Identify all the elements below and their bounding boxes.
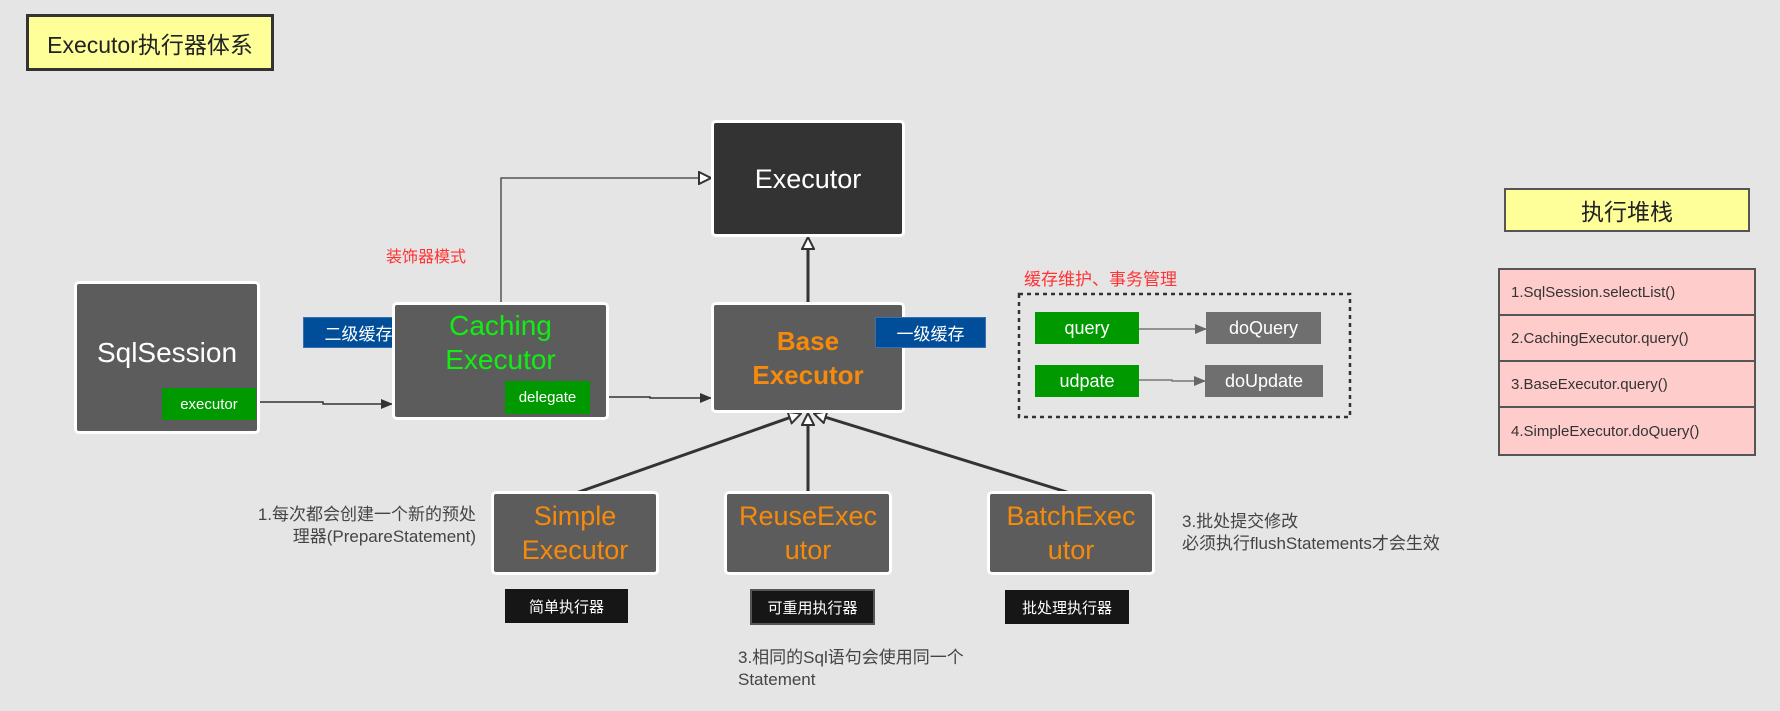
stack-item: 4.SimpleExecutor.doQuery() <box>1511 422 1700 440</box>
caching-to-base-line <box>590 393 712 403</box>
caching-executor-node: Caching Executor <box>392 302 609 420</box>
executor-node: Executor <box>711 120 905 237</box>
batch-executor-node: BatchExec utor <box>987 491 1155 575</box>
base-executor-node: Base Executor <box>711 302 905 413</box>
update-to-doupdate-line <box>1139 376 1206 386</box>
batch-note-line2: 必须执行flushStatements才会生效 <box>1182 534 1440 553</box>
template-method-box <box>1017 292 1352 419</box>
stack-item: 2.CachingExecutor.query() <box>1500 316 1754 362</box>
sqlsession-to-caching-line <box>257 399 393 409</box>
simple-executor-cn-tag: 简单执行器 <box>505 589 628 623</box>
reuse-executor-node: ReuseExec utor <box>724 491 892 575</box>
base-executor-label: Base Executor <box>752 325 864 390</box>
batch-executor-cn-tag: 批处理执行器 <box>1005 590 1129 624</box>
execution-stack-title: 执行堆栈 <box>1504 188 1750 232</box>
diagram-title: Executor执行器体系 <box>26 14 274 71</box>
stack-item: 3.BaseExecutor.query() <box>1500 362 1754 408</box>
batch-executor-label: BatchExec utor <box>1006 501 1136 565</box>
doquery-method: doQuery <box>1206 312 1321 344</box>
sqlsession-label: SqlSession <box>96 336 238 368</box>
simple-note-line2: 理器(PrepareStatement) <box>292 527 476 546</box>
reuse-note-line2: Statement <box>738 670 816 689</box>
batch-extends-base-line <box>815 414 1071 495</box>
simple-executor-label: Simple Executor <box>521 501 629 565</box>
doupdate-method: doUpdate <box>1205 365 1323 397</box>
stack-item: 1.SqlSession.selectList() <box>1500 270 1754 316</box>
reuse-executor-cn-tag: 可重用执行器 <box>750 589 875 625</box>
decorator-pattern-label: 装饰器模式 <box>386 249 467 266</box>
cache-tx-label: 缓存维护、事务管理 <box>1024 270 1177 289</box>
reuse-executor-label: ReuseExec utor <box>738 501 878 565</box>
query-method: query <box>1035 312 1139 344</box>
first-level-cache-tag: 一级缓存 <box>875 317 986 348</box>
reuse-executor-note: 3.相同的Sql语句会使用同一个 Statement <box>738 647 964 691</box>
simple-note-line1: 1.每次都会创建一个新的预处 <box>257 505 476 524</box>
executor-label: Executor <box>754 163 862 194</box>
simple-extends-base-line <box>575 414 800 495</box>
batch-note-line1: 3.批处提交修改 <box>1182 512 1299 531</box>
execution-stack: 1.SqlSession.selectList() 2.CachingExecu… <box>1498 268 1756 456</box>
executor-field: executor <box>162 388 256 420</box>
batch-executor-note: 3.批处提交修改 必须执行flushStatements才会生效 <box>1182 511 1440 555</box>
caching-executor-label: Caching Executor <box>445 310 556 375</box>
reuse-note-line1: 3.相同的Sql语句会使用同一个 <box>738 648 964 667</box>
update-method: udpate <box>1035 365 1139 397</box>
simple-executor-note: 1.每次都会创建一个新的预处 理器(PrepareStatement) <box>240 504 476 548</box>
caching-implements-executor-line <box>500 178 710 302</box>
delegate-field: delegate <box>505 381 590 414</box>
simple-executor-node: Simple Executor <box>491 491 659 575</box>
